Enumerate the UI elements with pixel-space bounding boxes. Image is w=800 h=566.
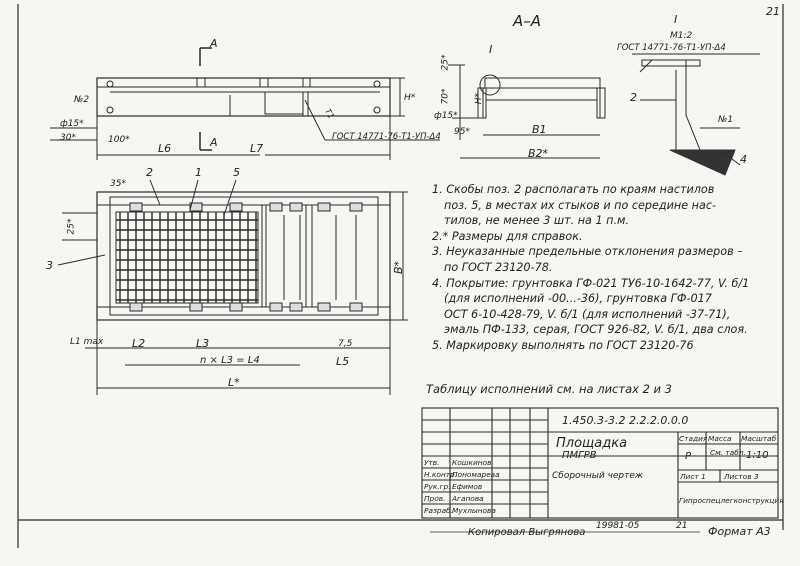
doc-type: Сборочный чертеж (552, 471, 644, 481)
name-check: Агапова (452, 494, 484, 503)
note-line: ОСТ 6-10-428-79, V. б/1 (для исполнений … (444, 307, 731, 321)
dim-H: H* (404, 93, 416, 103)
note-line: поз. 5, в местах их стыков и по середине… (444, 198, 717, 212)
section-title: A–A (513, 12, 542, 30)
technical-notes: 1. Скобы поз. 2 располагать по краям нас… (432, 182, 782, 354)
dim-L7: L7 (250, 142, 264, 155)
dim-30: 30* (60, 133, 76, 143)
dim-35: 35* (110, 179, 126, 189)
note-line: тилов, не менее 3 шт. на 1 п.м. (444, 214, 630, 228)
dim-70: 70* (440, 88, 451, 105)
name-lead: Ефимов (452, 482, 483, 491)
title-block-lines (421, 407, 779, 519)
dim-L6: L6 (158, 142, 172, 155)
role-lead: Рук.гр. (424, 482, 451, 491)
dim-B-star: B* (392, 260, 406, 275)
dim-L3: L3 (196, 337, 210, 350)
sheet: Лист 1 (680, 472, 706, 481)
side-elevation (50, 47, 440, 160)
weld-callout: ГОСТ 14771-76-Т1-УП-Δ4 (332, 132, 441, 142)
pos-3: 3 (46, 259, 53, 272)
role-norm: Н.контр. (424, 470, 458, 479)
dim-L5: L5 (336, 355, 350, 368)
mass: См. табл. (710, 448, 746, 457)
dim-7-5: 7,5 (338, 339, 353, 349)
note-line: 1. Скобы поз. 2 располагать по краям нас… (432, 183, 715, 196)
note-line: 4. Покрытие: грунтовка ГФ-021 ТУ6-10-164… (432, 276, 750, 290)
page-number: 21 (766, 5, 780, 18)
detail-scale: M1:2 (670, 31, 693, 41)
detail-weld: ГОСТ 14771-76-Т1-УП-Δ4 (617, 43, 726, 53)
stage: Р (685, 451, 692, 462)
dim-d15-section: ф15* (434, 111, 458, 121)
inventory-number: 19981-05 (596, 521, 640, 531)
role-develop: Разраб. (424, 506, 454, 515)
organization: Гипроспецлегконструкция (679, 496, 784, 505)
scale: 1:10 (746, 450, 769, 461)
detail-pos4: 4 (740, 153, 747, 166)
detail-mark-in-section: I (489, 43, 493, 56)
leader-5: 5 (233, 166, 240, 179)
detail-i (632, 53, 760, 176)
note-line: 2.* Размеры для справок. (432, 229, 583, 243)
subtitle: ПМГРВ (562, 450, 597, 461)
detail-pos2: 2 (630, 91, 637, 104)
mass-label: Масса (708, 434, 732, 443)
scale-label: Масштаб (741, 434, 777, 443)
table-reference: Таблицу исполнений см. на листах 2 и 3 (426, 382, 672, 396)
leader-1: 1 (195, 166, 202, 179)
doc-number: 1.450.3-3.2 2.2.2.0.0.0 (562, 414, 689, 427)
role-check: Пров. (424, 494, 446, 503)
dim-d15: ф15* (60, 119, 84, 129)
label-pos2: №2 (74, 95, 90, 105)
title: Площадка (556, 436, 628, 451)
dim-B2: B2* (528, 147, 549, 160)
dim-25-plan: 25* (66, 218, 77, 235)
dim-L2: L2 (132, 337, 146, 350)
cut-a-top: A (210, 37, 218, 50)
footer-sheet-number: 21 (676, 521, 688, 531)
leader-2: 2 (146, 166, 153, 179)
title-block: 1.450.3-3.2 2.2.2.0.0.0 Площадка ПМГРВ С… (422, 408, 784, 518)
detail-title: I (674, 13, 678, 26)
dim-25: 25* (440, 54, 451, 71)
copied-by: Копировал Выгрянова (468, 527, 586, 538)
dim-L-star: L* (228, 376, 240, 389)
plan-view (57, 179, 408, 395)
section-a-a (448, 64, 606, 159)
dim-H-section: H* (474, 92, 485, 105)
note-line: эмаль ПФ-133, серая, ГОСТ 926-82, V. б/1… (444, 323, 748, 337)
dim-95: 95* (454, 127, 470, 137)
note-line: (для исполнений -00...-36), грунтовка ГФ… (444, 292, 712, 306)
dim-formula: n × L3 = L4 (200, 355, 260, 366)
note-line: по ГОСТ 23120-78. (444, 260, 553, 274)
note-line: 3. Неуказанные предельные отклонения раз… (432, 245, 743, 259)
name-norm: Пономарева (452, 470, 500, 479)
stage-label: Стадия (679, 434, 708, 443)
format: Формат A3 (708, 525, 771, 538)
dim-B1: B1 (532, 123, 547, 136)
detail-pos1: №1 (718, 115, 734, 125)
dim-100: 100* (108, 135, 130, 145)
name-approve: Кошкинов (452, 458, 492, 467)
role-approve: Утв. (424, 458, 440, 467)
note-line: 5. Маркировку выполнять по ГОСТ 23120-76 (432, 338, 694, 352)
dim-L1max: L1 max (70, 337, 104, 347)
name-develop: Мухлынова (452, 506, 496, 515)
sheets: Листов 3 (724, 472, 759, 481)
cut-a-bottom: A (210, 136, 218, 149)
